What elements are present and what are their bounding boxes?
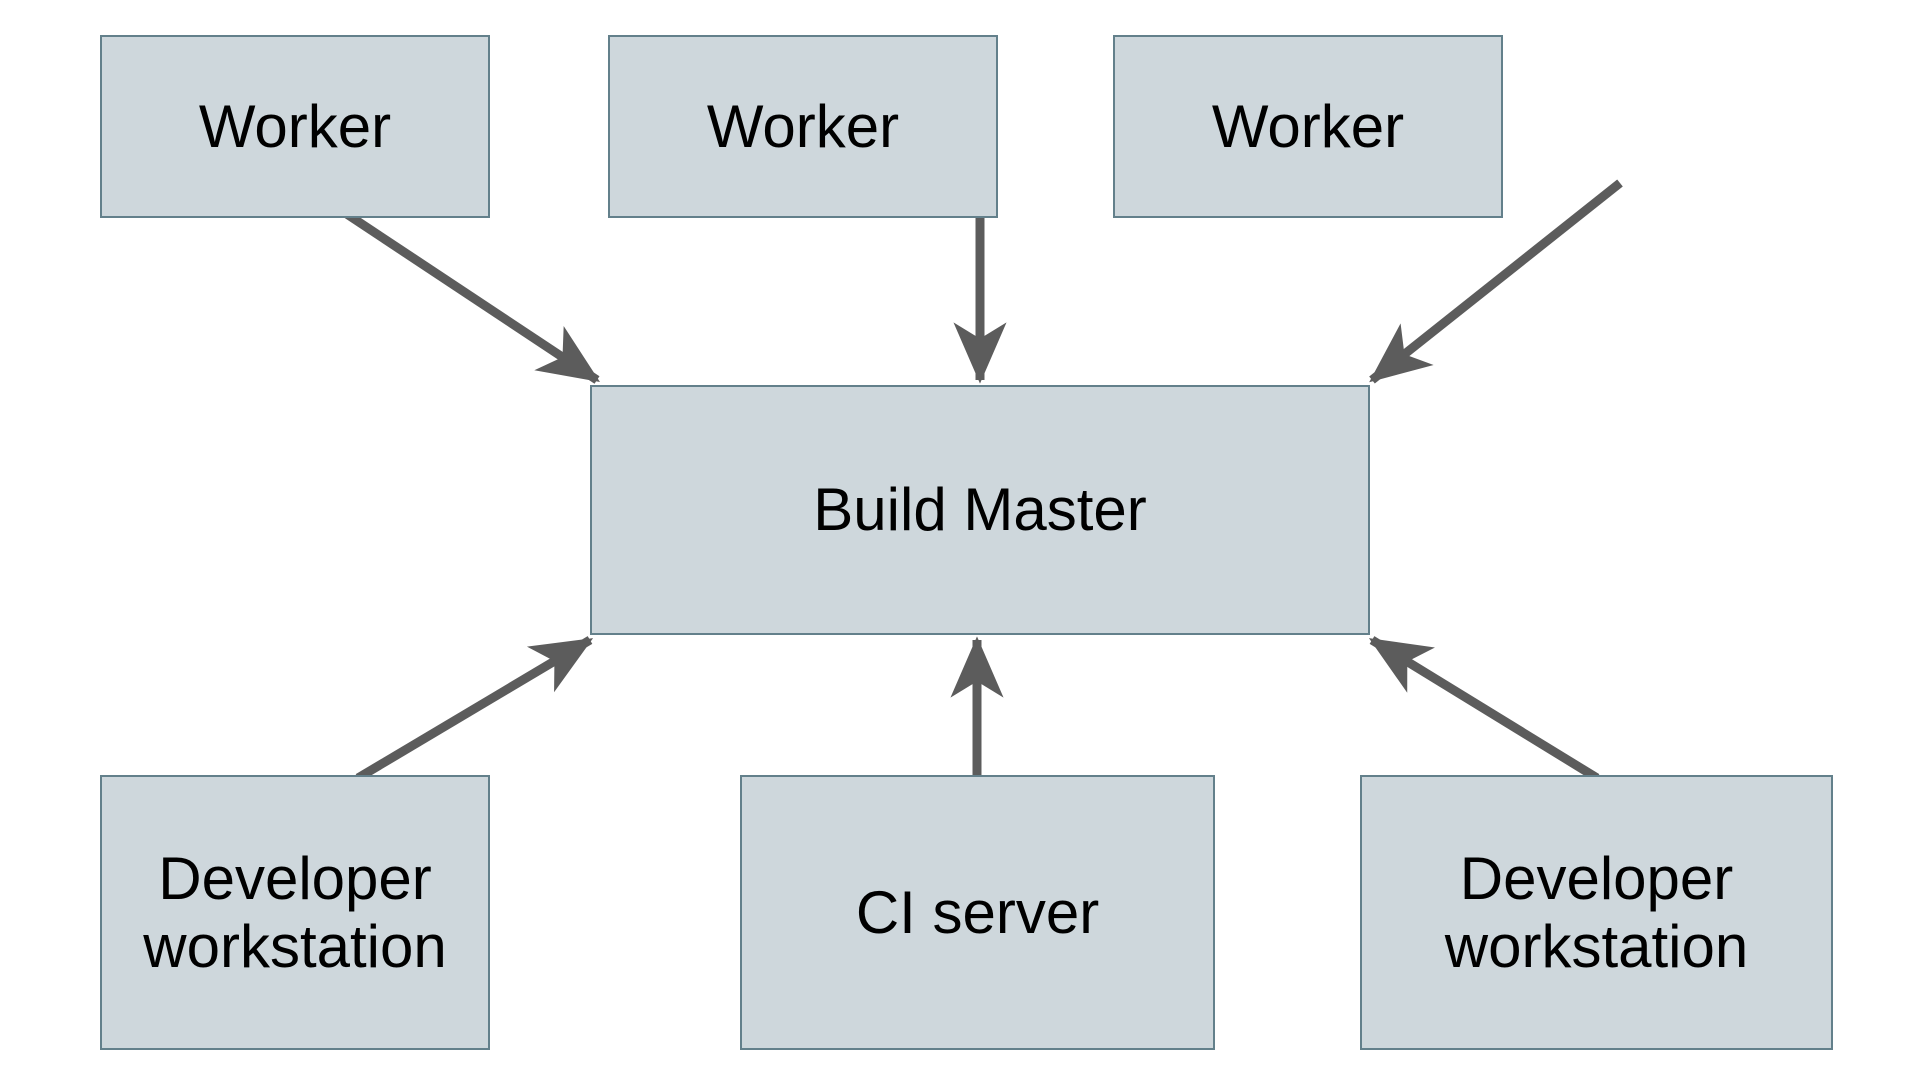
edge-devright-to-master [1368, 636, 1600, 782]
node-worker-1[interactable]: Worker [100, 35, 490, 218]
node-worker-3[interactable]: Worker [1113, 35, 1503, 218]
node-worker-2[interactable]: Worker [608, 35, 998, 218]
node-ci-server[interactable]: CI server [740, 775, 1215, 1050]
node-developer-workstation-left[interactable]: Developer workstation [100, 775, 490, 1050]
node-label: Build Master [813, 476, 1147, 544]
node-label: Worker [198, 92, 392, 160]
node-label: Developer workstation [1444, 845, 1749, 980]
node-developer-workstation-right[interactable]: Developer workstation [1360, 775, 1833, 1050]
node-build-master[interactable]: Build Master [590, 385, 1370, 635]
node-label: Worker [1211, 92, 1405, 160]
edge-devleft-to-master [355, 636, 594, 782]
node-label: Worker [706, 92, 900, 160]
node-label: Developer workstation [143, 845, 447, 980]
node-label: CI server [855, 878, 1100, 946]
